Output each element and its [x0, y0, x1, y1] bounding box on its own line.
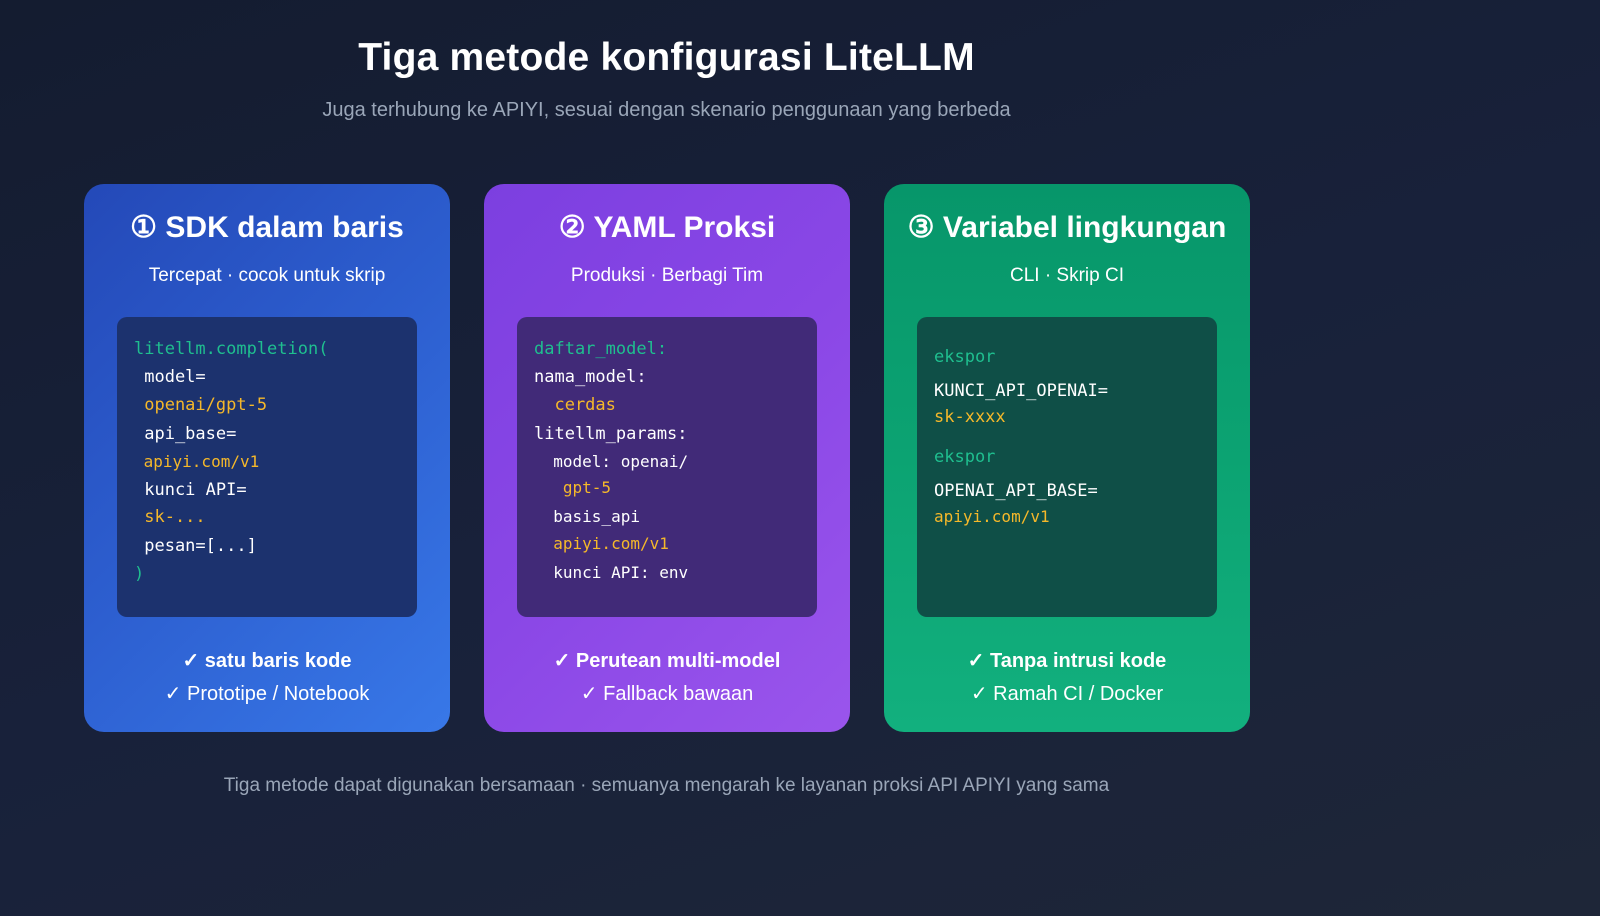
code-line: openai/gpt-5 [134, 395, 268, 415]
code-line: basis_api [534, 507, 640, 526]
feature-secondary: ✓ Prototipe / Notebook [164, 683, 370, 705]
code-line: model: openai/ [534, 452, 689, 471]
feature-secondary: ✓ Ramah CI / Docker [970, 683, 1164, 705]
code-line: api_base= [134, 424, 237, 444]
footer-note: Tiga metode dapat digunakan bersamaan · … [223, 775, 1110, 796]
feature-primary: ✓ Perutean multi-model [553, 650, 781, 672]
code-line: KUNCI_API_OPENAI= [934, 381, 1108, 401]
method-card-sdk: ① SDK dalam baris Tercepat · cocok untuk… [84, 184, 450, 732]
feature-primary: ✓ satu baris kode [182, 650, 352, 672]
code-line: apiyi.com/v1 [134, 452, 260, 471]
code-line: litellm_params: [534, 424, 688, 444]
page-subtitle: Juga terhubung ke APIYI, sesuai dengan s… [322, 99, 1011, 121]
code-line: kunci API: env [534, 563, 689, 582]
code-line: daftar_model: [534, 339, 668, 359]
card-title: ① SDK dalam baris [130, 211, 404, 244]
code-line: apiyi.com/v1 [534, 534, 669, 553]
code-line: OPENAI_API_BASE= [934, 481, 1098, 501]
card-title: ③ Variabel lingkungan [907, 211, 1227, 244]
code-line: ekspor [934, 347, 996, 367]
feature-primary: ✓ Tanpa intrusi kode [967, 650, 1167, 672]
feature-secondary: ✓ Fallback bawaan [580, 683, 754, 705]
card-subtitle: Tercepat · cocok untuk skrip [148, 265, 386, 286]
code-line: apiyi.com/v1 [934, 507, 1050, 526]
card-title: ② YAML Proksi [558, 211, 776, 244]
code-block: litellm.completion( model= openai/gpt-5 … [117, 317, 417, 617]
code-line: ) [134, 564, 145, 584]
code-line: ekspor [934, 447, 996, 467]
code-line: gpt-5 [534, 478, 612, 497]
card-subtitle: CLI · Skrip CI [1009, 265, 1125, 286]
code-line: sk-... [134, 507, 206, 527]
code-line: litellm.completion( [134, 339, 329, 359]
code-block: ekspor KUNCI_API_OPENAI= sk-xxxx ekspor … [917, 317, 1217, 617]
code-line: pesan=[...] [134, 536, 257, 556]
page-title: Tiga metode konfigurasi LiteLLM [358, 36, 975, 79]
code-line: cerdas [534, 395, 616, 415]
code-line: model= [134, 367, 206, 387]
card-subtitle: Produksi · Berbagi Tim [570, 265, 764, 286]
method-card-yaml: ② YAML Proksi Produksi · Berbagi Tim daf… [484, 184, 850, 732]
code-line: kunci API= [134, 480, 247, 500]
code-line: nama_model: [534, 367, 647, 387]
method-card-env: ③ Variabel lingkungan CLI · Skrip CI eks… [884, 184, 1250, 732]
code-line: sk-xxxx [934, 407, 1006, 427]
code-block: daftar_model: nama_model: cerdas litellm… [517, 317, 817, 617]
